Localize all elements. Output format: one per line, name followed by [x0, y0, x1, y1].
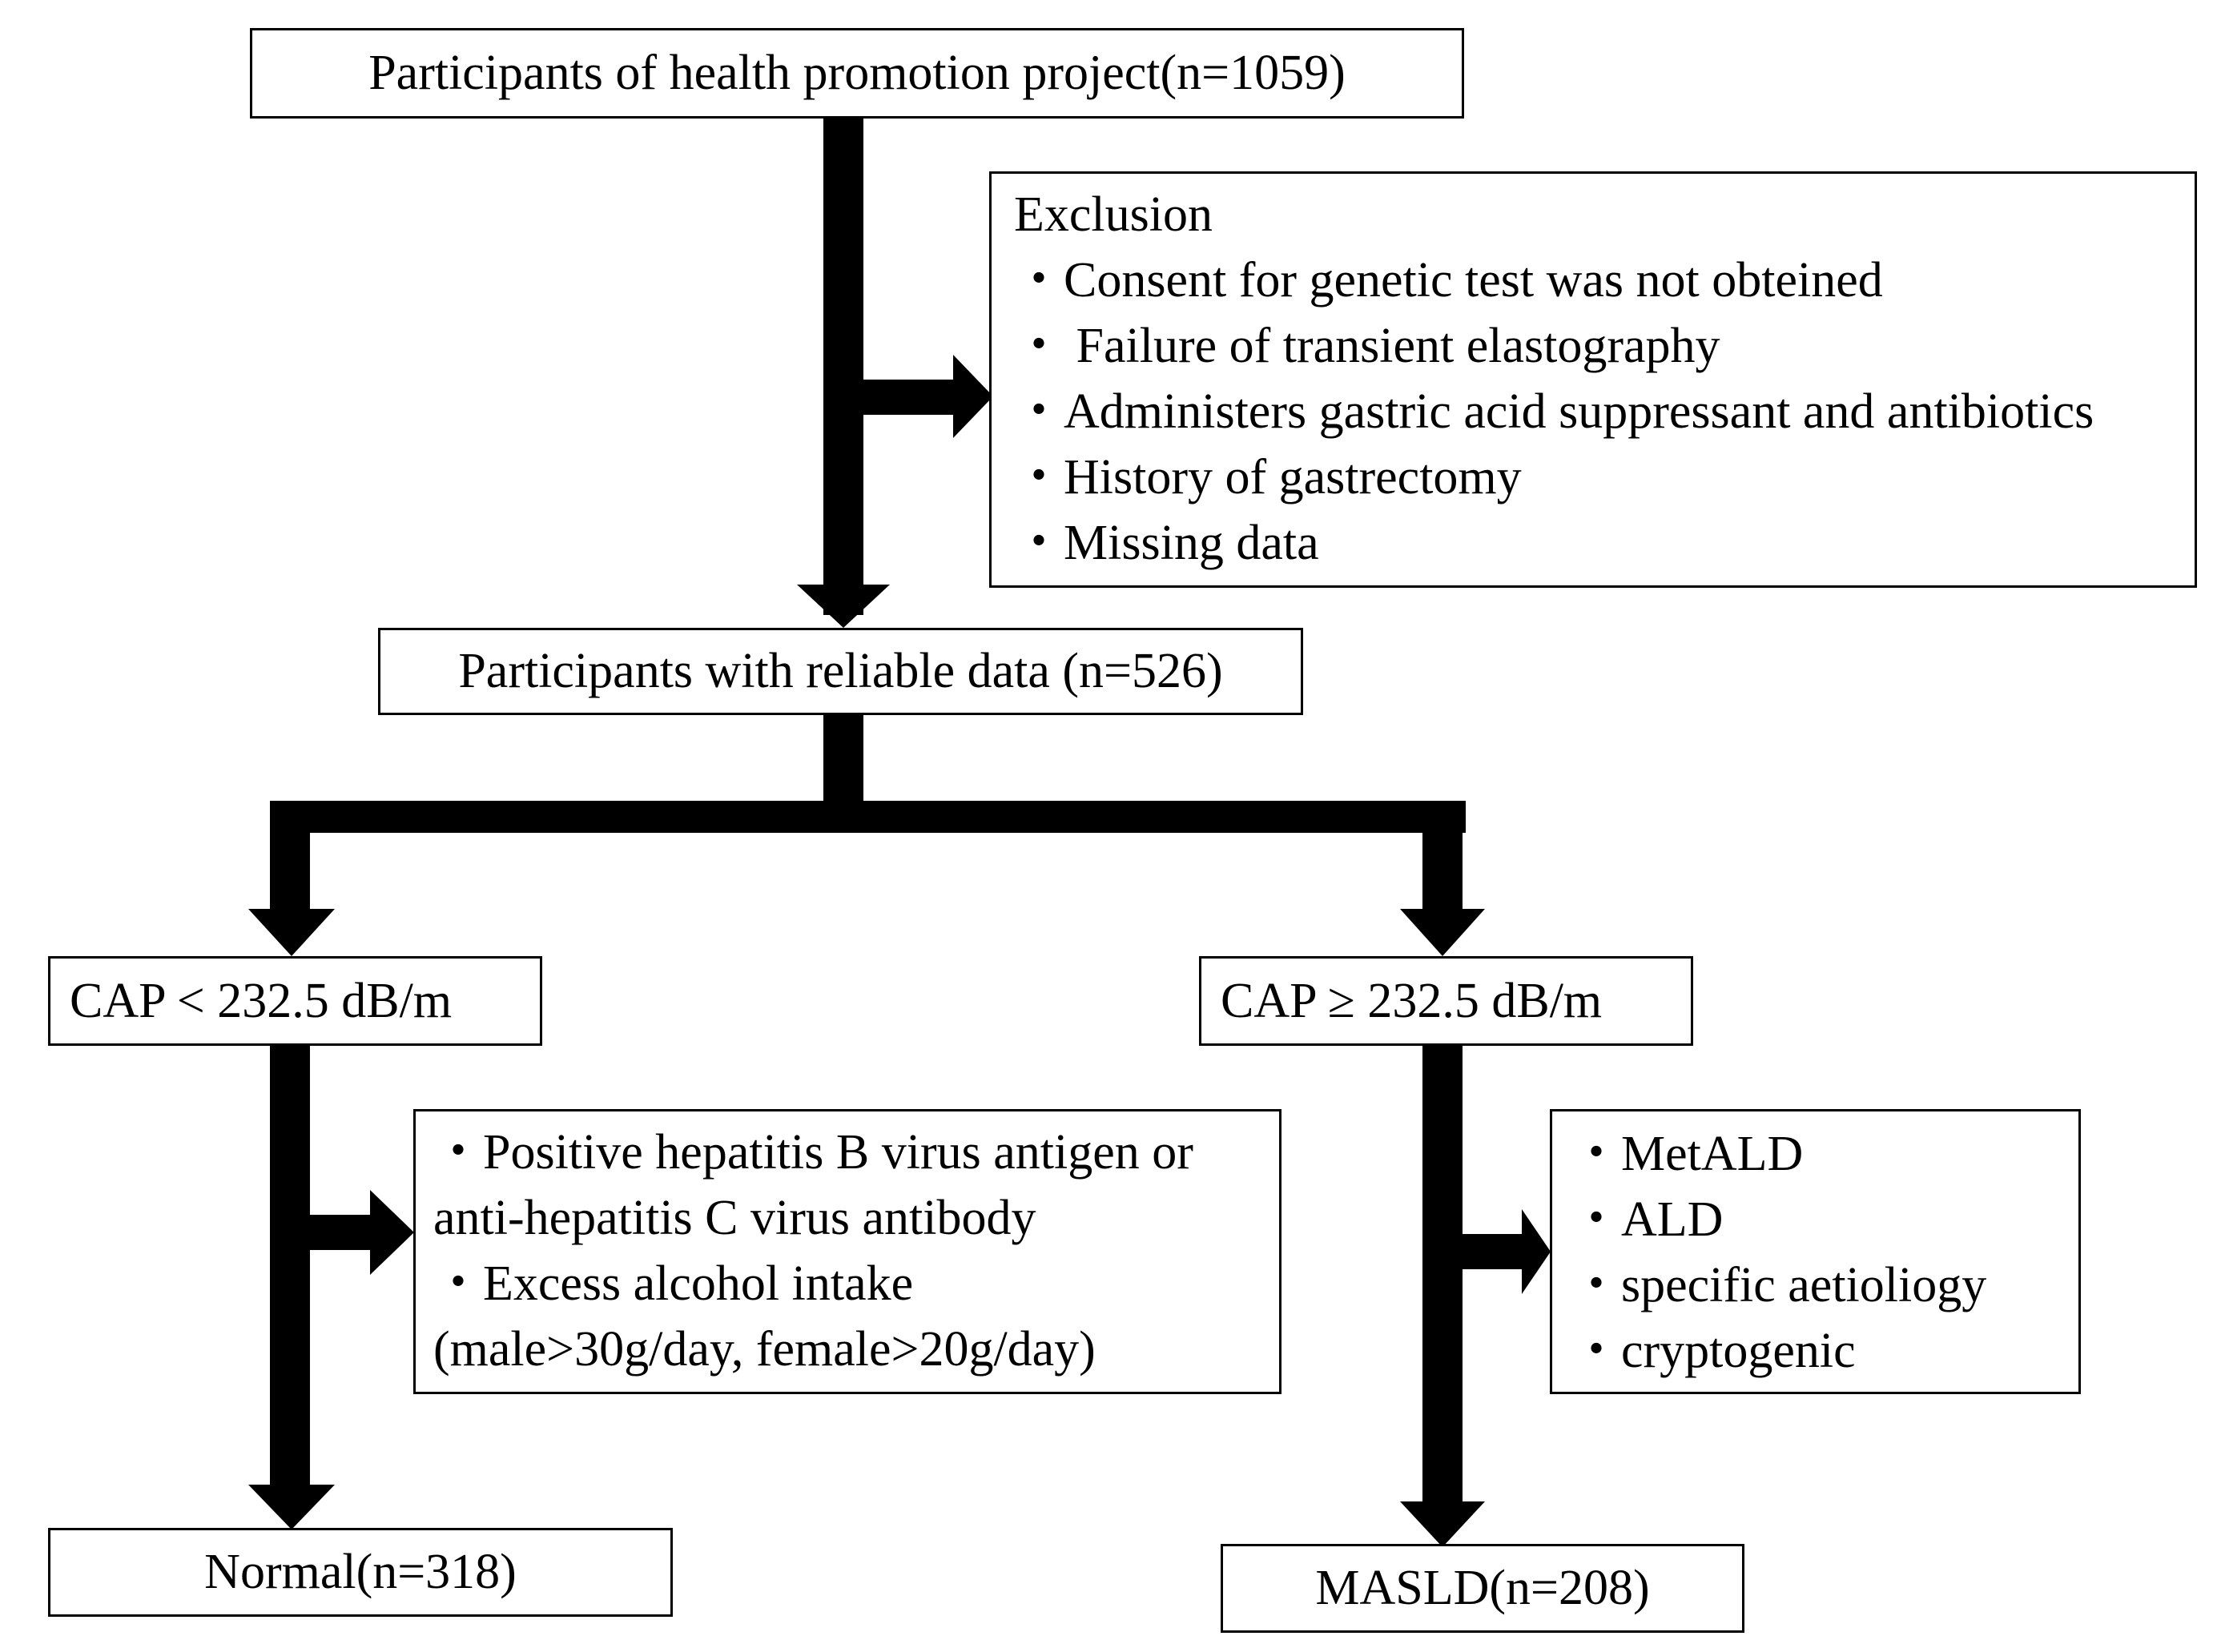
cap-high-label: CAP ≥ 232.5 dB/m: [1221, 973, 1603, 1028]
left-exclusion-item: anti-hepatitis C virus antibody: [433, 1191, 1036, 1245]
exclusion-item: ・Missing data: [1014, 516, 1319, 570]
branch-exclusion-shaft: [863, 380, 956, 415]
right-exclusion-item: ・ALD: [1571, 1192, 1724, 1247]
left-exclusion-item: (male>30g/day, female>20g/day): [433, 1322, 1096, 1377]
normal-box: Normal(n=318): [48, 1528, 673, 1617]
arrowhead-down-normal: [248, 1485, 335, 1529]
cap-low-label: CAP < 232.5 dB/m: [70, 973, 453, 1028]
normal-label: Normal(n=318): [204, 1545, 517, 1600]
left-exclusion-item: ・Excess alcohol intake: [433, 1256, 914, 1311]
arrowhead-right-left-exclusion: [370, 1190, 414, 1275]
exclusion-title: Exclusion: [1014, 187, 1213, 242]
right-exclusion-item: ・cryptogenic: [1571, 1324, 1856, 1378]
right-exclusion-item: ・specific aetioliogy: [1571, 1258, 1987, 1312]
left-lower-trunk: [270, 1046, 310, 1490]
trunk-reliable: [823, 714, 863, 809]
split-bar: [270, 801, 1466, 833]
reliable-box: Participants with reliable data (n=526): [378, 628, 1303, 715]
masld-label: MASLD(n=208): [1315, 1561, 1650, 1616]
reliable-label: Participants with reliable data (n=526): [458, 644, 1223, 699]
participants-box: Participants of health promotion project…: [250, 28, 1464, 119]
exclusion-item: ・Consent for genetic test was not obtein…: [1014, 253, 1883, 307]
right-exclusion-item: ・MetALD: [1571, 1127, 1804, 1181]
trunk-top: [823, 119, 863, 615]
right-branch-shaft: [1463, 1234, 1527, 1269]
masld-box: MASLD(n=208): [1221, 1544, 1744, 1633]
arrowhead-down-cap-high: [1400, 909, 1485, 956]
arrowhead-right-right-exclusion: [1522, 1209, 1551, 1294]
participants-label: Participants of health promotion project…: [368, 46, 1346, 101]
arrowhead-down-cap-low: [248, 909, 335, 956]
left-exclusion-item: ・Positive hepatitis B virus antigen or: [433, 1125, 1193, 1180]
left-drop: [270, 825, 310, 913]
arrowhead-down-reliable: [797, 585, 890, 628]
arrowhead-right-exclusion: [953, 355, 993, 438]
arrowhead-down-masld: [1400, 1501, 1485, 1547]
right-drop: [1422, 825, 1463, 913]
left-exclusion-box: ・Positive hepatitis B virus antigen or a…: [413, 1109, 1282, 1394]
right-lower-trunk: [1422, 1046, 1463, 1510]
cap-low-box: CAP < 232.5 dB/m: [48, 956, 542, 1046]
exclusion-item: ・ Failure of transient elastography: [1014, 319, 1720, 373]
exclusion-item: ・Administers gastric acid suppressant an…: [1014, 384, 2094, 439]
right-exclusion-box: ・MetALD ・ALD ・specific aetioliogy ・crypt…: [1550, 1109, 2081, 1394]
exclusion-box: Exclusion ・Consent for genetic test was …: [989, 171, 2197, 588]
left-branch-shaft: [310, 1215, 374, 1250]
exclusion-item: ・History of gastrectomy: [1014, 450, 1522, 504]
cap-high-box: CAP ≥ 232.5 dB/m: [1199, 956, 1693, 1046]
